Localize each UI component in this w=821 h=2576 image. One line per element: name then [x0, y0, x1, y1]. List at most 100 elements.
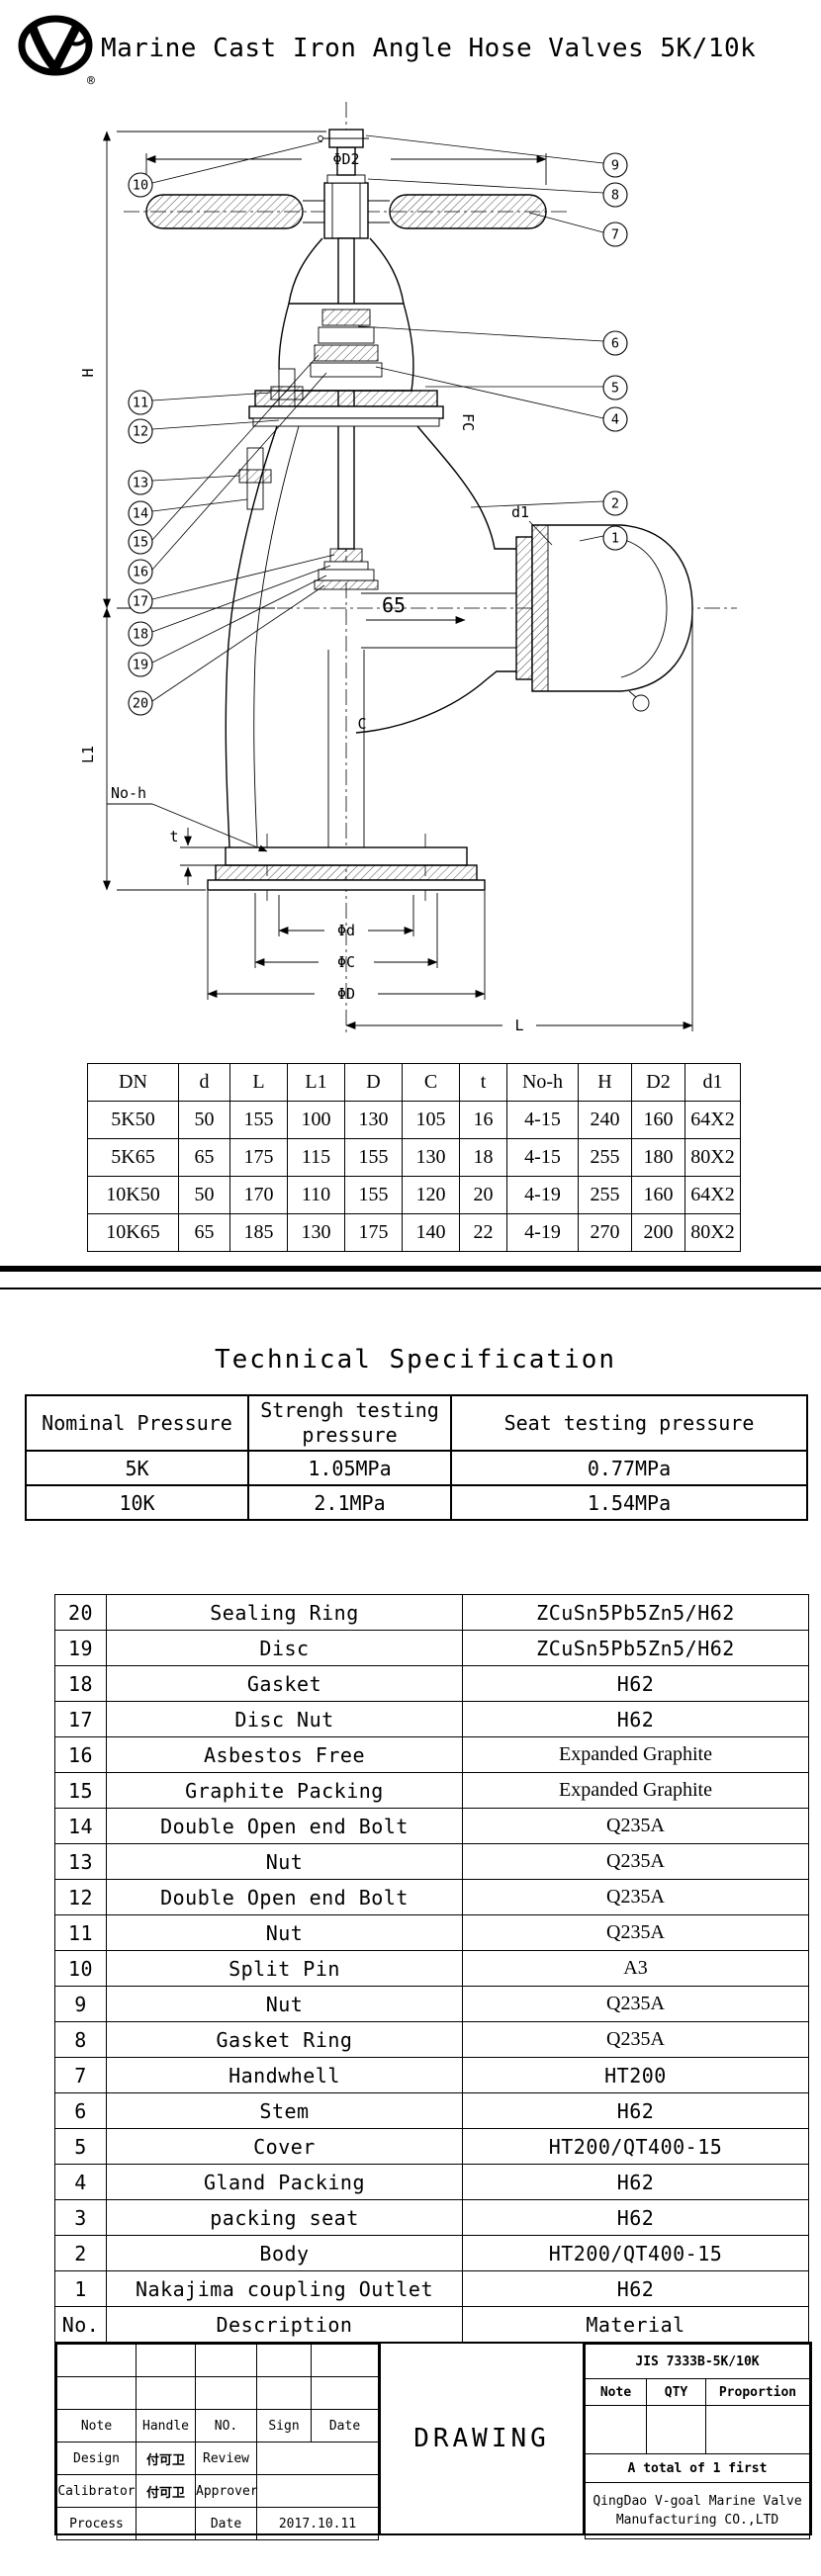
- callout-1: 1: [602, 525, 628, 551]
- dim-cell: 5K65: [87, 1138, 179, 1177]
- empty-cell: [56, 2344, 137, 2377]
- dim-cell: 130: [402, 1138, 460, 1177]
- process-label: Process: [56, 2507, 137, 2540]
- part-no: 8: [54, 2021, 107, 2058]
- empty-cell: [195, 2376, 257, 2410]
- svg-text:15: 15: [133, 535, 148, 551]
- part-desc: Handwhell: [106, 2057, 463, 2093]
- part-material: H62: [462, 1701, 809, 1737]
- svg-text:6: 6: [611, 336, 619, 352]
- col-no-label: NO.: [195, 2409, 257, 2443]
- spec-cell: 2.1MPa: [247, 1484, 452, 1521]
- dim-cell: 22: [459, 1213, 507, 1252]
- dim-cell: 10K65: [87, 1213, 179, 1252]
- dim-header: d1: [684, 1063, 741, 1102]
- part-desc: Gasket Ring: [106, 2021, 463, 2058]
- part-material: HT200/QT400-15: [462, 2128, 809, 2165]
- dim-cell: 160: [631, 1176, 685, 1214]
- sealing-ring: [314, 579, 379, 590]
- part-desc: packing seat: [106, 2199, 463, 2236]
- process-row: Process Date 2017.10.11: [56, 2507, 379, 2540]
- dim-label-l: L: [514, 1017, 523, 1034]
- empty-cell: [256, 2442, 379, 2475]
- inlet-flange: [207, 846, 486, 891]
- callout-18: 18: [128, 621, 153, 647]
- dim-cell: 130: [344, 1101, 403, 1139]
- cap-chain-ring: [632, 694, 650, 712]
- callout-leaders: [151, 134, 604, 702]
- drawing-title: DRAWING: [413, 2424, 550, 2453]
- dim-header: L1: [287, 1063, 345, 1102]
- bonnet-cover: [238, 237, 444, 510]
- dim-label-phi-d-small: Φd: [337, 922, 355, 939]
- dim-label-phi-d-cap: ΦD: [337, 985, 355, 1003]
- callout-4: 4: [602, 406, 628, 432]
- part-no: 19: [54, 1630, 107, 1666]
- dim-cell: 185: [229, 1213, 288, 1252]
- dim-cell: 100: [287, 1101, 345, 1139]
- col-handle-label: Handle: [136, 2409, 196, 2443]
- dim-label-d1: d1: [511, 503, 529, 521]
- dim-cell: 50: [178, 1101, 230, 1139]
- spec-header: Strengh testing pressure: [247, 1394, 452, 1452]
- spec-cell: 1.05MPa: [247, 1450, 452, 1486]
- dim-cell: 175: [229, 1138, 288, 1177]
- dim-cell: 155: [344, 1176, 403, 1214]
- part-desc: Nut: [106, 1986, 463, 2022]
- part-no: 3: [54, 2199, 107, 2236]
- nut-lower: [238, 469, 272, 484]
- dim-header: L: [229, 1063, 288, 1102]
- spec-cell: 0.77MPa: [450, 1450, 808, 1486]
- dim-cell: 18: [459, 1138, 507, 1177]
- dim-cell: 16: [459, 1101, 507, 1139]
- dim-cell: 110: [287, 1176, 345, 1214]
- empty-cell: [195, 2344, 257, 2377]
- part-material: H62: [462, 2270, 809, 2307]
- revision-row: [56, 2344, 379, 2377]
- part-desc: Stem: [106, 2092, 463, 2129]
- spec-header-row: Nominal Pressure Strengh testing pressur…: [25, 1394, 808, 1452]
- parts-footer-no: No.: [54, 2306, 107, 2343]
- vgoal-logo: ®: [18, 15, 95, 89]
- part-desc: Nut: [106, 1914, 463, 1951]
- part-desc: Double Open end Bolt: [106, 1879, 463, 1915]
- company-name: QingDao V-goal Marine Valve Manufacturin…: [585, 2482, 810, 2539]
- dim-label-bore: 65: [382, 593, 406, 617]
- part-material: Expanded Graphite: [462, 1736, 809, 1773]
- spec-cell: 5K: [25, 1450, 249, 1486]
- dim-cell: 155: [229, 1101, 288, 1139]
- gasket: [323, 561, 369, 571]
- part-material: Q235A: [462, 1914, 809, 1951]
- dim-cell: 180: [631, 1138, 685, 1177]
- spec-header: Seat testing pressure: [450, 1394, 808, 1452]
- dim-cell: 80X2: [684, 1138, 741, 1177]
- part-desc: Gasket: [106, 1665, 463, 1702]
- dim-label-phi-d2: ΦD2: [332, 150, 359, 168]
- svg-text:13: 13: [133, 476, 148, 491]
- part-desc: Sealing Ring: [106, 1594, 463, 1631]
- part-no: 13: [54, 1843, 107, 1880]
- part-no: 1: [54, 2270, 107, 2307]
- title-block: Note Handle NO. Sign Date Design 付可卫 Rev…: [54, 2342, 812, 2540]
- dim-phi-d2: ΦD2: [145, 150, 547, 185]
- dim-label-c: C: [357, 715, 366, 733]
- part-material: Q235A: [462, 2021, 809, 2058]
- dim-cell: 240: [578, 1101, 632, 1139]
- spec-row: 5K 1.05MPa 0.77MPa: [25, 1450, 808, 1486]
- svg-text:8: 8: [611, 188, 619, 204]
- page-title: Marine Cast Iron Angle Hose Valves 5K/10…: [101, 34, 757, 63]
- part-no: 5: [54, 2128, 107, 2165]
- spec-cell: 10K: [25, 1484, 249, 1521]
- part-no: 17: [54, 1701, 107, 1737]
- section-divider-thin: [0, 1288, 821, 1289]
